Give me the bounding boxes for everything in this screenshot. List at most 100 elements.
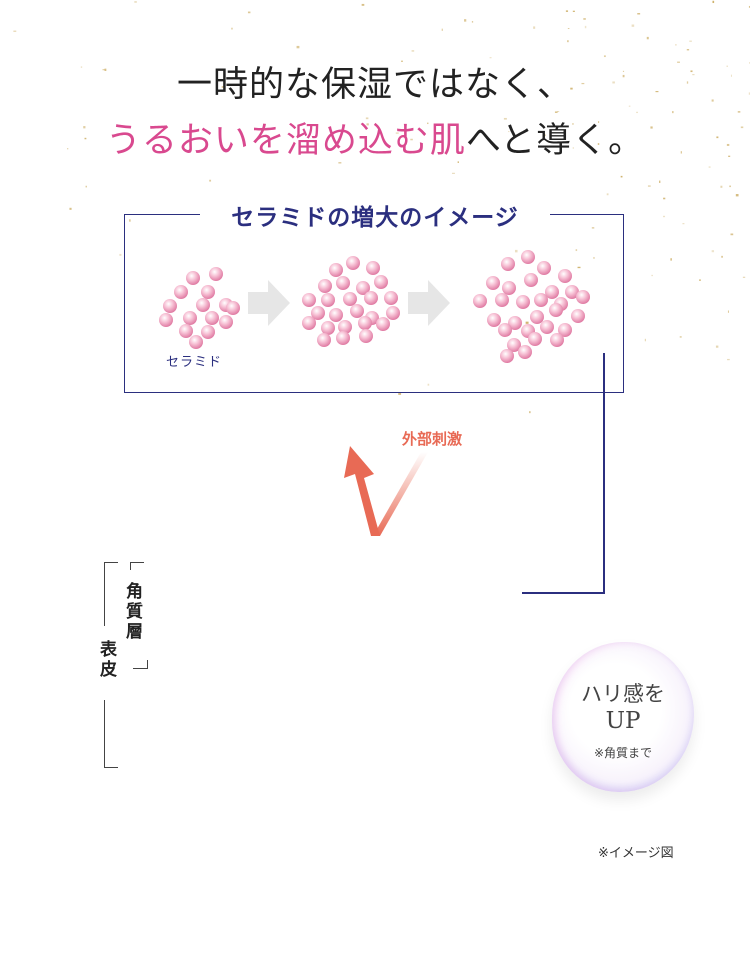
sparkle xyxy=(119,253,122,256)
incoming-stimulus-icon xyxy=(373,452,428,536)
ceramide-sphere xyxy=(558,269,572,283)
sparkle xyxy=(464,19,467,22)
sparkle xyxy=(737,111,741,113)
growth-arrow-icon xyxy=(408,280,450,326)
sparkle xyxy=(221,86,225,88)
sparkle xyxy=(410,138,413,141)
bracket-line xyxy=(104,767,118,768)
sparkle xyxy=(711,250,715,253)
sparkle xyxy=(104,68,107,71)
sparkle xyxy=(740,126,744,129)
sparkle xyxy=(80,66,83,68)
ceramide-sphere xyxy=(500,349,514,363)
ceramide-sphere xyxy=(501,257,515,271)
ceramide-sphere xyxy=(534,293,548,307)
badge-line-2: UP xyxy=(605,708,641,734)
ceramide-sphere xyxy=(386,306,400,320)
sparkle xyxy=(708,166,711,168)
sparkle xyxy=(748,92,750,95)
sparkle xyxy=(727,310,729,313)
connector-line xyxy=(603,353,605,593)
sparkle xyxy=(729,185,731,188)
ceramide-sphere xyxy=(487,313,501,327)
sparkle xyxy=(726,65,728,67)
ceramide-sphere xyxy=(209,267,223,281)
sparkle xyxy=(13,30,17,32)
sparkle xyxy=(663,215,666,218)
ceramide-sphere xyxy=(186,271,200,285)
ceramide-sphere xyxy=(571,309,585,323)
sparkle xyxy=(644,338,646,342)
ceramide-sphere xyxy=(183,311,197,325)
ceramide-sphere xyxy=(549,303,563,317)
ceramide-sphere xyxy=(565,285,579,299)
sparkle xyxy=(735,194,739,197)
bracket-line xyxy=(104,562,118,563)
sparkle xyxy=(593,256,595,259)
bracket-line xyxy=(130,562,131,570)
sparkle xyxy=(572,123,574,125)
sparkle xyxy=(622,74,625,78)
ceramide-sphere xyxy=(495,293,509,307)
sparkle xyxy=(598,121,600,124)
bracket-line xyxy=(104,700,105,768)
sparkle xyxy=(675,44,677,46)
sparkle xyxy=(663,197,666,200)
ceramide-sphere xyxy=(226,301,240,315)
sparkle xyxy=(721,255,723,258)
ceramide-sphere xyxy=(502,281,516,295)
ceramide-sphere xyxy=(321,321,335,335)
sparkle xyxy=(508,130,510,133)
sparkle xyxy=(338,162,342,164)
ceramide-sphere xyxy=(528,332,542,346)
ceramide-sphere xyxy=(518,345,532,359)
epidermis-label: 表皮 xyxy=(96,640,116,680)
sparkle xyxy=(395,132,399,135)
sparkle xyxy=(690,70,693,73)
sparkle xyxy=(680,151,682,154)
sparkle xyxy=(698,279,701,281)
sparkle xyxy=(570,87,573,90)
sparkle xyxy=(525,321,529,324)
sparkle xyxy=(102,69,105,71)
ceramide-sphere xyxy=(545,285,559,299)
sparkle xyxy=(567,28,570,30)
sparkle xyxy=(651,274,653,277)
badge-line-1: ハリ感を xyxy=(581,682,665,706)
sparkle xyxy=(728,155,731,157)
ceramide-sphere xyxy=(530,310,544,324)
sparkle xyxy=(514,249,518,253)
sparkle xyxy=(577,266,581,269)
ceramide-sphere xyxy=(516,295,530,309)
ceramide-sphere xyxy=(521,250,535,264)
ceramide-sphere xyxy=(338,320,352,334)
firmness-up-badge: ハリ感を UP ※角質まで xyxy=(552,642,694,792)
ceramide-sphere xyxy=(321,293,335,307)
ceramide-sphere xyxy=(524,273,538,287)
sparkle xyxy=(365,117,369,120)
sparkle xyxy=(603,55,606,58)
sparkle xyxy=(209,179,212,182)
ceramide-sphere xyxy=(302,316,316,330)
sparkle xyxy=(686,49,690,51)
ceramide-sphere xyxy=(317,333,331,347)
ceramide-sphere xyxy=(366,261,380,275)
ceramide-sphere xyxy=(179,324,193,338)
ceramide-sphere xyxy=(576,290,590,304)
ceramide-sphere xyxy=(384,291,398,305)
sparkle xyxy=(296,45,300,49)
ceramide-sphere xyxy=(336,276,350,290)
headline-rest: へと導く。 xyxy=(465,121,645,161)
sparkle xyxy=(628,105,631,107)
ceramide-sphere xyxy=(540,320,554,334)
sparkle xyxy=(584,25,587,29)
sparkle xyxy=(457,161,459,163)
sparkle xyxy=(572,147,574,149)
sparkle xyxy=(716,136,719,139)
ceramide-sphere xyxy=(159,313,173,327)
bracket-line xyxy=(130,562,144,563)
sparkle xyxy=(427,122,429,125)
headline-highlight: うるおいを溜め込む肌 xyxy=(105,121,466,161)
diagram-title: セラミドの増大のイメージ xyxy=(200,198,550,232)
sparkle xyxy=(489,57,492,59)
